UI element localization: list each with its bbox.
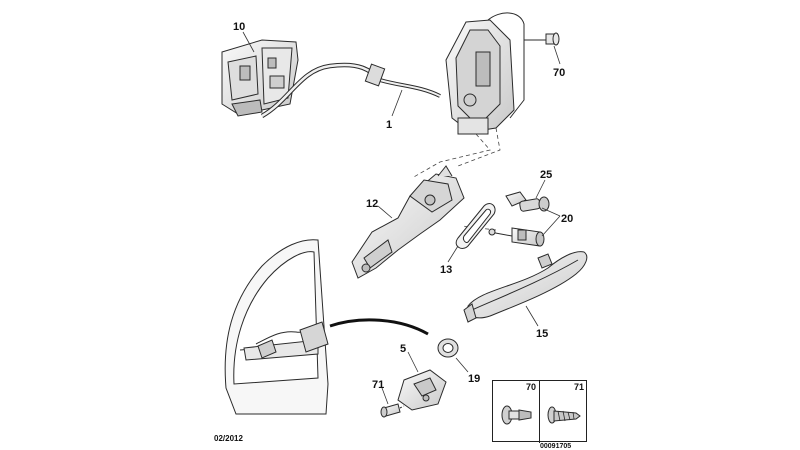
legend-cell-71: 71 (540, 381, 587, 443)
callout-25: 25 (540, 169, 552, 181)
callout-19: 19 (468, 373, 480, 385)
fastener-legend: 70 71 (492, 380, 587, 443)
legend-cell-70: 70 (493, 381, 540, 443)
door-lock-body (445, 12, 548, 135)
legend-label-70: 70 (525, 382, 536, 392)
lock-bolt-70 (545, 32, 560, 46)
lock-cylinder (488, 227, 545, 247)
door-internal-cable (255, 321, 329, 359)
handle-support-bracket (351, 165, 465, 279)
callout-12: 12 (366, 198, 378, 210)
lock-actuator-module (221, 39, 299, 117)
callout-1: 1 (386, 119, 392, 131)
legend-label-71: 71 (573, 382, 584, 392)
footer-date: 02/2012 (214, 434, 243, 443)
callout-71: 71 (372, 379, 384, 391)
callout-15: 15 (536, 328, 548, 340)
callout-10: 10 (233, 21, 245, 33)
callout-13: 13 (440, 264, 452, 276)
key (505, 191, 550, 212)
footer-reference: 00091705 (540, 443, 572, 450)
striker-screw (380, 403, 405, 418)
bolt-70-icon (501, 405, 532, 425)
door-outline (224, 239, 329, 415)
callout-20: 20 (561, 213, 573, 225)
screw-71-icon (547, 406, 581, 424)
control-cable (260, 62, 441, 118)
grommet (437, 338, 459, 358)
gasket (455, 203, 496, 249)
connector-arc (329, 318, 429, 336)
leader-lines (242, 31, 561, 405)
striker (397, 369, 447, 411)
outer-handle (463, 251, 588, 323)
callout-70: 70 (553, 67, 565, 79)
callout-5: 5 (400, 343, 406, 355)
